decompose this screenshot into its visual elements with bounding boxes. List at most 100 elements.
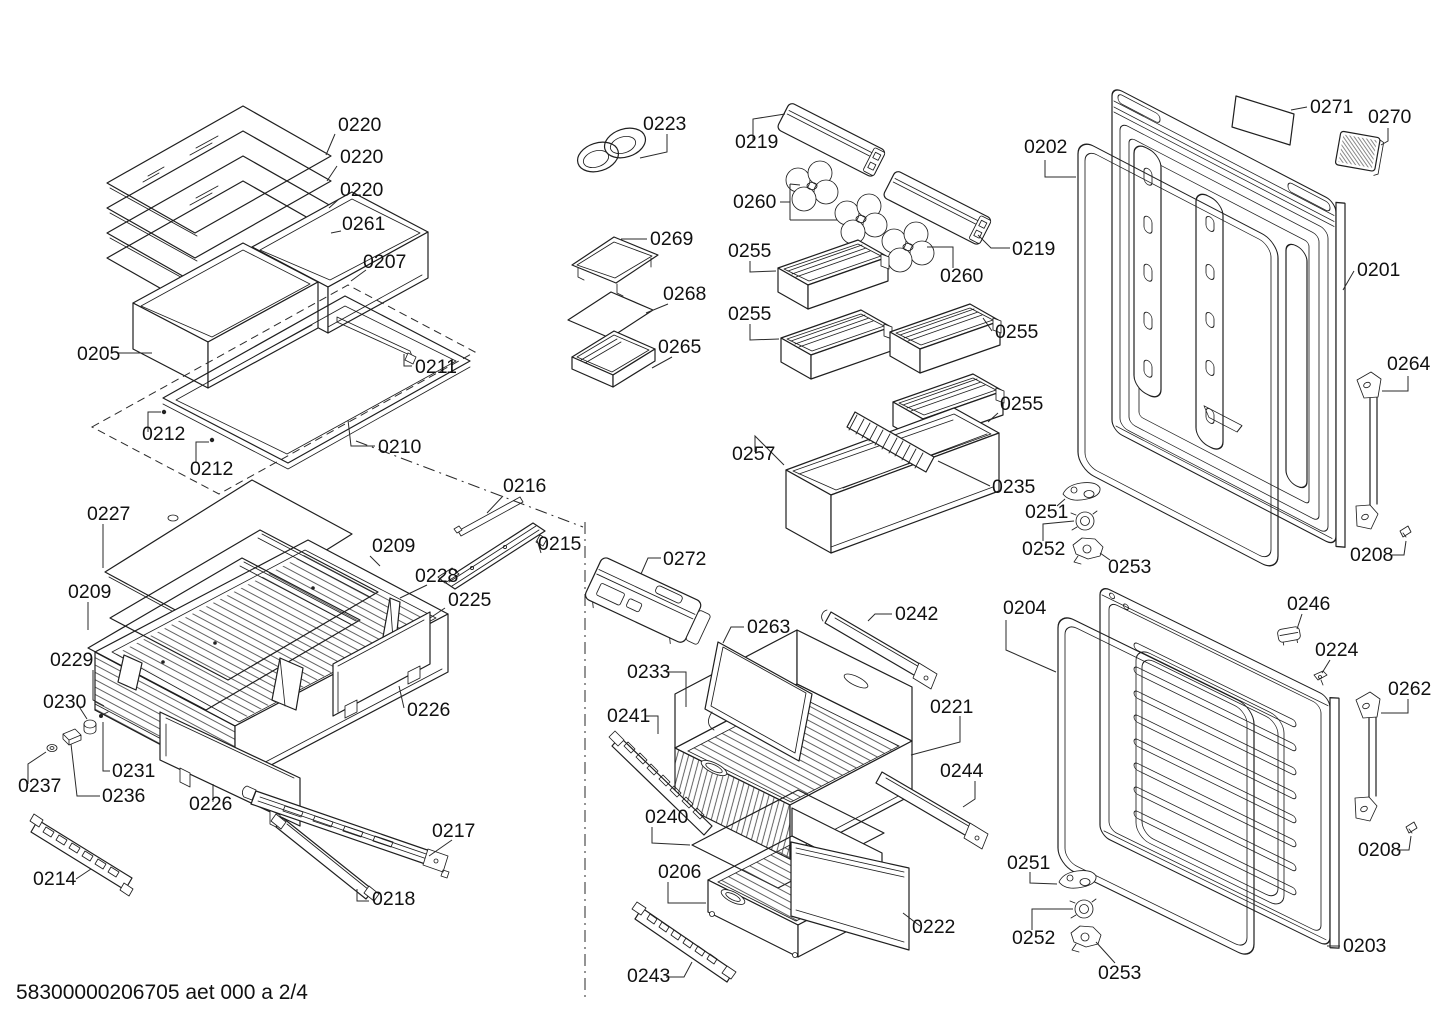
part-label: 0261 xyxy=(342,213,385,235)
part-label: 0208 xyxy=(1358,839,1401,861)
part-label: 0220 xyxy=(338,114,382,136)
part-label: 0209 xyxy=(372,535,415,557)
part-label: 0265 xyxy=(658,336,702,358)
part-label: 0212 xyxy=(142,423,185,445)
hinge-plate-lower xyxy=(1058,870,1097,889)
leader-lines xyxy=(27,106,1412,978)
part-label: 0216 xyxy=(503,475,546,497)
part-label: 0255 xyxy=(728,240,772,262)
part-label: 0237 xyxy=(18,775,61,797)
part-label: 0252 xyxy=(1022,538,1065,560)
filter-grille xyxy=(1334,130,1385,176)
part-label: 0260 xyxy=(733,191,777,213)
part-label: 0260 xyxy=(940,265,984,287)
part-label: 0272 xyxy=(663,548,706,570)
part-label: 0204 xyxy=(1003,597,1047,619)
part-label: 0224 xyxy=(1315,639,1359,661)
hinge-plate-upper xyxy=(1062,482,1101,501)
part-label: 0231 xyxy=(112,760,155,782)
part-label: 0222 xyxy=(912,916,955,938)
part-label: 0219 xyxy=(735,131,778,153)
screw-dot xyxy=(161,409,167,415)
part-label: 0208 xyxy=(1350,544,1393,566)
clip-cap xyxy=(1277,626,1301,646)
salad-drawer-unit-group xyxy=(132,191,429,389)
fridge-door-gasket xyxy=(1077,143,1279,567)
part-label: 0211 xyxy=(415,356,457,378)
part-label: 0218 xyxy=(372,888,415,910)
part-label: 0244 xyxy=(940,760,984,782)
part-label: 0240 xyxy=(645,806,689,828)
part-label: 0255 xyxy=(995,321,1039,343)
freezer-door-panel xyxy=(1099,588,1340,949)
accessory-parts-group xyxy=(567,127,659,388)
part-label: 0205 xyxy=(77,343,121,365)
part-label: 0227 xyxy=(87,503,130,525)
part-label: 0220 xyxy=(340,146,384,168)
part-label: 0251 xyxy=(1007,852,1050,874)
part-label: 0257 xyxy=(732,443,775,465)
cover-cap-upper xyxy=(1399,525,1412,538)
part-label: 0270 xyxy=(1368,106,1412,128)
part-labels: 0220 0220 0220 0261 0207 0205 0211 0212 … xyxy=(18,96,1431,987)
part-label: 0271 xyxy=(1310,96,1353,118)
telescopic-rail xyxy=(336,316,413,357)
cover-cap-lower xyxy=(1405,821,1418,834)
part-label: 0233 xyxy=(627,661,670,683)
part-label: 0235 xyxy=(992,476,1036,498)
part-label: 0262 xyxy=(1388,678,1431,700)
part-label: 0206 xyxy=(658,861,701,883)
part-label: 0210 xyxy=(378,436,422,458)
part-label: 0255 xyxy=(728,303,772,325)
part-label: 0214 xyxy=(33,868,77,890)
part-label: 0217 xyxy=(432,820,475,842)
part-label: 0241 xyxy=(607,705,650,727)
fridge-door-panel xyxy=(1111,89,1346,548)
door-handle-lower xyxy=(1354,691,1381,822)
freezer-door-gasket xyxy=(1057,617,1255,955)
part-label: 0251 xyxy=(1025,501,1068,523)
part-label: 0226 xyxy=(407,699,450,721)
part-label: 0230 xyxy=(43,691,87,713)
part-label: 0242 xyxy=(895,603,938,625)
part-label: 0226 xyxy=(189,793,232,815)
freezer-drawer-upper-group xyxy=(584,557,989,860)
hinge-bushing-upper xyxy=(1070,510,1098,531)
part-label: 0212 xyxy=(190,458,233,480)
door-bin-group xyxy=(775,101,1005,554)
part-label: 0228 xyxy=(415,565,458,587)
construction-lines xyxy=(355,440,586,1002)
part-label: 0203 xyxy=(1343,935,1386,957)
hinge-bracket-lower xyxy=(1070,925,1102,953)
door-handle-upper xyxy=(1355,371,1382,530)
hinge-bracket-upper xyxy=(1072,537,1104,565)
part-label: 0220 xyxy=(340,179,384,201)
fridge-door-group xyxy=(1062,89,1412,567)
screw-dot xyxy=(209,437,215,443)
part-label: 0252 xyxy=(1012,927,1055,949)
part-label: 0264 xyxy=(1387,353,1431,375)
document-code: 58300000206705 aet 000 a 2/4 xyxy=(16,981,308,1004)
part-label: 0229 xyxy=(50,649,93,671)
part-label: 0263 xyxy=(747,616,790,638)
part-label: 0209 xyxy=(68,581,111,603)
freezer-drawer-lower-group xyxy=(631,789,910,983)
part-label: 0207 xyxy=(363,251,406,273)
part-label: 0221 xyxy=(930,696,973,718)
part-label: 0223 xyxy=(643,113,686,135)
part-label: 0268 xyxy=(663,283,706,305)
part-label: 0225 xyxy=(448,589,492,611)
part-label: 0246 xyxy=(1287,593,1330,615)
part-label: 0219 xyxy=(1012,238,1055,260)
part-label: 0201 xyxy=(1357,259,1400,281)
hinge-bushing-lower xyxy=(1069,898,1097,919)
left-rail-parts-group xyxy=(29,496,548,902)
part-label: 0269 xyxy=(650,228,693,250)
base-frame-group xyxy=(90,284,477,495)
part-label: 0255 xyxy=(1000,393,1044,415)
part-label: 0253 xyxy=(1108,556,1151,578)
nameplate xyxy=(1231,95,1295,146)
part-label: 0243 xyxy=(627,965,670,987)
